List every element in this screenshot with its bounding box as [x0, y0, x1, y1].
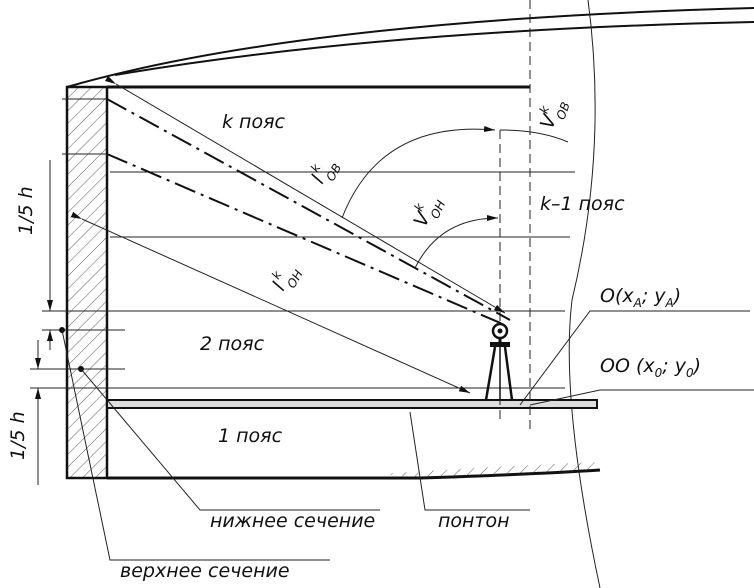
- pontoon: [106, 399, 598, 409]
- tank-wall: [65, 85, 109, 480]
- label-point-oo: OO (x0; y0): [600, 355, 701, 380]
- svg-text:ОН: ОН: [428, 198, 448, 221]
- angle-arc-v-ob: [341, 126, 496, 219]
- symbol-v-oh: V k ОН: [410, 198, 449, 230]
- bottom-hatch: [380, 462, 600, 478]
- label-lower-section: нижнее сечение: [210, 510, 375, 532]
- label-belt-2: 2 пояс: [200, 333, 265, 355]
- label-belt-k-minus-1: k–1 пояс: [540, 193, 625, 215]
- distance-l-ob: [104, 75, 506, 314]
- distance-l-oh: [70, 211, 471, 394]
- angle-arc-v-oh: [414, 215, 499, 269]
- label-fifth-h-bottom: 1/5 h: [7, 411, 29, 460]
- svg-text:ОВ: ОВ: [323, 161, 344, 183]
- label-fifth-h-top: 1/5 h: [15, 186, 37, 235]
- sight-line-lower: [106, 153, 506, 326]
- symbol-l-ob: l k ОВ: [307, 161, 344, 188]
- theodolite-icon: [484, 322, 514, 401]
- label-point-o: O(xA; yA): [600, 285, 681, 310]
- tank-right-break: [568, 0, 601, 588]
- label-belt-k: k пояс: [222, 111, 286, 133]
- roof-outer: [66, 7, 754, 88]
- label-belt-1: 1 пояс: [218, 425, 283, 447]
- svg-text:ОВ: ОВ: [554, 100, 573, 121]
- symbol-v-ob: V k ОВ: [536, 100, 573, 132]
- label-pontoon: понтон: [438, 510, 510, 532]
- dimension-1-5h-top: [35, 160, 53, 369]
- svg-text:ОН: ОН: [284, 268, 305, 291]
- sight-line-upper: [106, 98, 511, 321]
- label-upper-section: верхнее сечение: [120, 560, 290, 582]
- roof-inner: [114, 21, 754, 76]
- symbol-l-oh: l k ОН: [268, 268, 305, 295]
- leader-lines: [61, 310, 754, 561]
